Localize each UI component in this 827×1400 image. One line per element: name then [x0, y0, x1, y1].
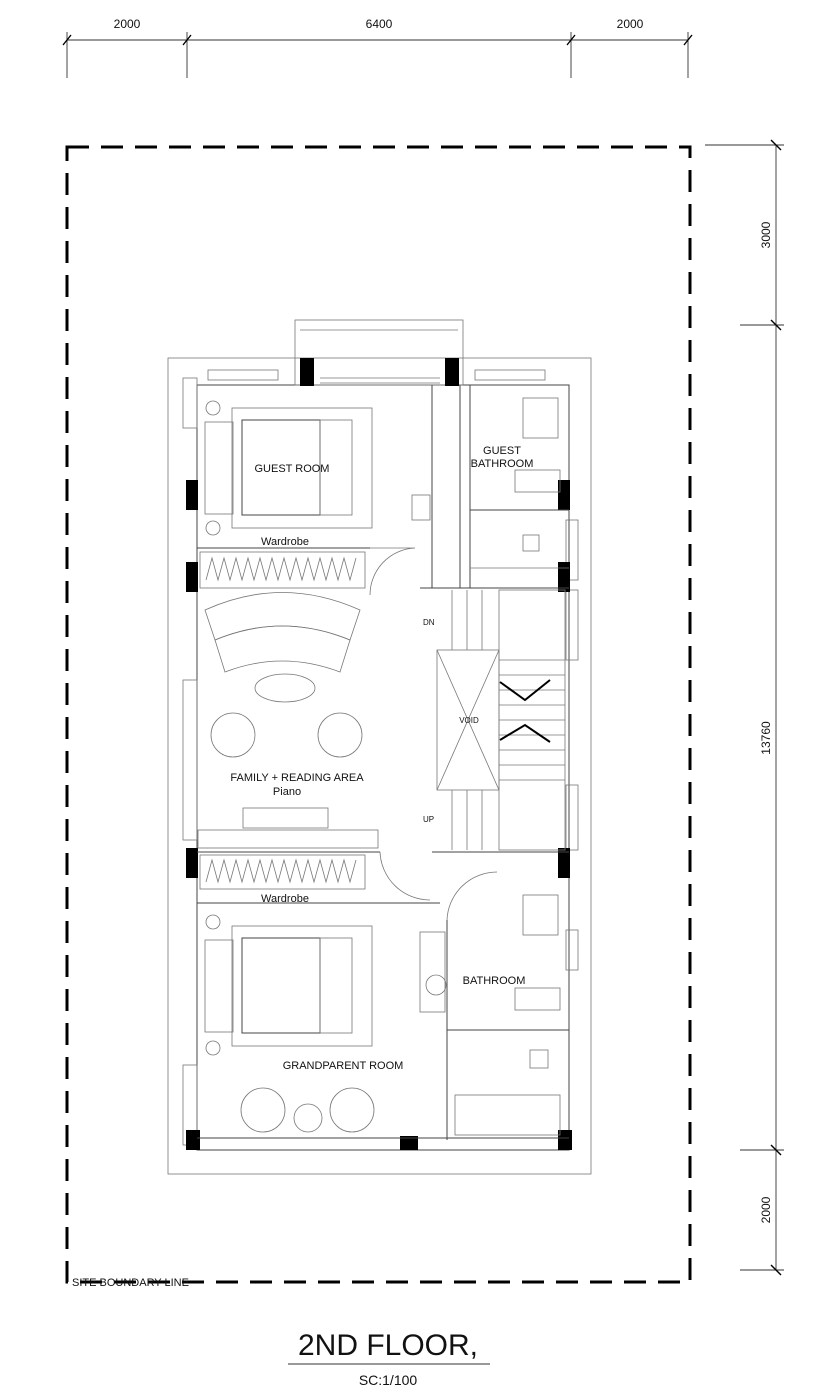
sofa	[204, 592, 361, 703]
room-labels: GUEST ROOM GUEST BATHROOM Wardrobe FAMIL…	[230, 445, 533, 1072]
label-wardrobe-lower: Wardrobe	[261, 893, 309, 905]
site-boundary-label: SITE BOUNDARY LINE	[72, 1277, 189, 1289]
balcony	[207, 319, 546, 386]
drawing-title-block: 2ND FLOOR, SC:1/100	[288, 1329, 490, 1388]
site-boundary	[65, 145, 692, 1284]
label-wardrobe-upper: Wardrobe	[261, 536, 309, 548]
dimension-right-bottom: 2000	[759, 1196, 773, 1223]
dimension-top-left: 2000	[114, 17, 141, 31]
grandparent-bed	[204, 914, 373, 1056]
piano-keyboard	[197, 807, 379, 849]
drawing-title: 2ND FLOOR,	[298, 1329, 478, 1362]
label-stair-up: UP	[423, 815, 434, 824]
bathroom-fixtures	[411, 397, 561, 1069]
structural-columns	[186, 358, 572, 1150]
guest-bed	[204, 400, 373, 536]
label-void: VOID	[459, 716, 479, 725]
label-grandparent-room: GRANDPARENT ROOM	[283, 1060, 404, 1072]
label-family-reading-area: FAMILY + READING AREA	[230, 772, 364, 784]
label-stair-down: DN	[423, 618, 435, 627]
label-bathroom: BATHROOM	[463, 975, 526, 987]
right-dimension-line: 3000 13760 2000	[705, 139, 784, 1276]
label-guest-room: GUEST ROOM	[255, 463, 330, 475]
building-outline	[167, 357, 592, 1175]
drawing-scale: SC:1/100	[359, 1372, 418, 1388]
dimension-right-middle: 13760	[759, 721, 773, 755]
label-guest-bathroom-1: GUEST	[483, 445, 521, 457]
stair-treads	[451, 590, 565, 850]
dimension-right-top: 3000	[759, 221, 773, 248]
dimension-top-right: 2000	[617, 17, 644, 31]
top-dimension-line: 2000 6400 2000	[62, 17, 693, 78]
label-piano: Piano	[273, 786, 301, 798]
interior-walls	[197, 385, 569, 1140]
armchairs	[210, 712, 375, 1133]
label-guest-bathroom-2: BATHROOM	[471, 458, 534, 470]
dimension-top-middle: 6400	[366, 17, 393, 31]
